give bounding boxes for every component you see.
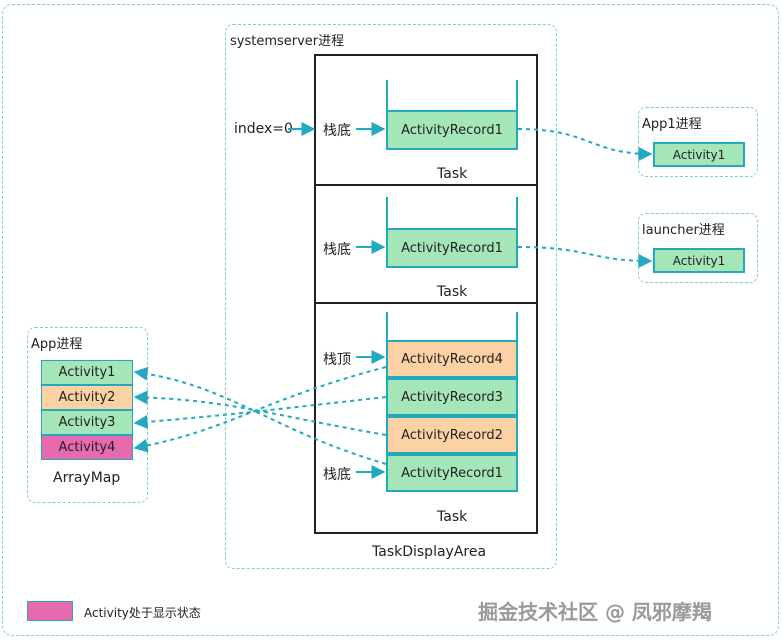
task2-name: Task bbox=[437, 284, 468, 300]
task2-bottom-label: 栈底 bbox=[323, 242, 351, 258]
link-record4-to-activity4 bbox=[133, 366, 387, 453]
task-display-area-box bbox=[314, 54, 538, 534]
task3-record3: ActivityRecord3 bbox=[386, 378, 518, 416]
task3-top-label: 栈顶 bbox=[323, 352, 351, 368]
arraymap-label: ArrayMap bbox=[53, 470, 121, 486]
app1-activity1: Activity1 bbox=[653, 142, 745, 167]
task-divider-2 bbox=[314, 302, 538, 304]
task3-record1: ActivityRecord1 bbox=[386, 454, 518, 492]
outer-frame bbox=[2, 4, 779, 636]
app-activity4: Activity4 bbox=[41, 435, 133, 460]
task-divider-1 bbox=[314, 184, 538, 186]
link-record1-to-activity1 bbox=[133, 366, 387, 465]
app-title: App进程 bbox=[31, 337, 83, 352]
launcher-title: launcher进程 bbox=[642, 223, 725, 238]
app-activity1: Activity1 bbox=[41, 360, 133, 385]
task1-name: Task bbox=[437, 166, 468, 182]
launcher-activity1: Activity1 bbox=[653, 248, 745, 273]
task2-record1: ActivityRecord1 bbox=[386, 228, 518, 268]
task1-bottom-label: 栈底 bbox=[323, 123, 351, 139]
app1-title: App1进程 bbox=[642, 117, 702, 132]
task3-bottom-label: 栈底 bbox=[323, 467, 351, 483]
link-task1-to-app1 bbox=[517, 128, 653, 161]
link-record3-to-activity3 bbox=[133, 396, 387, 429]
task3-record2: ActivityRecord2 bbox=[386, 416, 518, 454]
app1-process-box bbox=[638, 107, 758, 177]
link-task2-to-launcher bbox=[517, 246, 653, 268]
systemserver-process-box bbox=[225, 24, 557, 569]
task1-record1: ActivityRecord1 bbox=[386, 110, 518, 150]
task3-name: Task bbox=[437, 509, 468, 525]
watermark: 掘金技术社区 @ 凤邪摩羯 bbox=[478, 600, 712, 624]
task3-record4: ActivityRecord4 bbox=[386, 340, 518, 378]
legend-swatch bbox=[27, 601, 73, 621]
link-record2-to-activity2 bbox=[133, 390, 387, 436]
index-label: index=0 bbox=[234, 121, 293, 137]
app-activity2: Activity2 bbox=[41, 385, 133, 410]
launcher-process-box bbox=[638, 213, 758, 283]
legend-text: Activity处于显示状态 bbox=[84, 606, 201, 620]
systemserver-title: systemserver进程 bbox=[230, 34, 345, 49]
task-display-area-label: TaskDisplayArea bbox=[372, 544, 487, 560]
app-activity3: Activity3 bbox=[41, 410, 133, 435]
